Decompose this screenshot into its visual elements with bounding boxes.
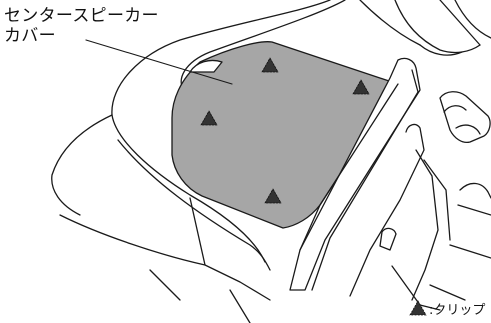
front-frame [289,57,421,291]
right-detail-1 [459,182,491,199]
clip-marker-icon [261,57,279,73]
right-panel-3 [423,159,451,241]
floor-line-2 [229,289,251,323]
clip-marker-icon [409,300,427,316]
front-frame-edge [299,83,399,251]
speaker-cover-label-line1: センタースピーカー [4,6,159,26]
right-detail-2 [457,204,491,216]
legend: :クリップ [409,298,485,318]
lower-console [59,214,271,301]
callout-leader [85,39,233,85]
gear-knob-ring [443,105,467,113]
upper-curve-2 [394,0,481,54]
right-panel [349,123,425,297]
panel-tab [189,59,223,73]
speaker-cover-label: センタースピーカー カバー [4,6,159,46]
lever-slot [379,227,397,251]
right-panel-2 [411,149,439,301]
legend-label: :クリップ [429,302,486,318]
clip-marker-icon [264,188,282,204]
upper-curve-4 [454,0,491,39]
dashboard-inner-outline [180,0,346,93]
upper-curve-5 [419,44,463,56]
gear-knob-detail [455,124,481,135]
speaker-cover-label-line2: カバー [4,26,56,46]
left-wing [51,114,113,216]
clip-marker-icon [200,110,218,126]
right-detail-4 [429,284,466,301]
floor-line-1 [149,269,181,301]
upper-curve-3 [439,0,481,46]
clip-marker-icon [352,79,370,95]
right-detail-3 [449,244,491,259]
upper-curve-1 [359,0,421,46]
speaker-cover-panel [171,41,399,229]
dashboard-lower-edge [117,139,271,271]
front-frame-inner [311,69,419,291]
lower-console-2 [189,197,206,266]
gear-knob [439,91,491,144]
